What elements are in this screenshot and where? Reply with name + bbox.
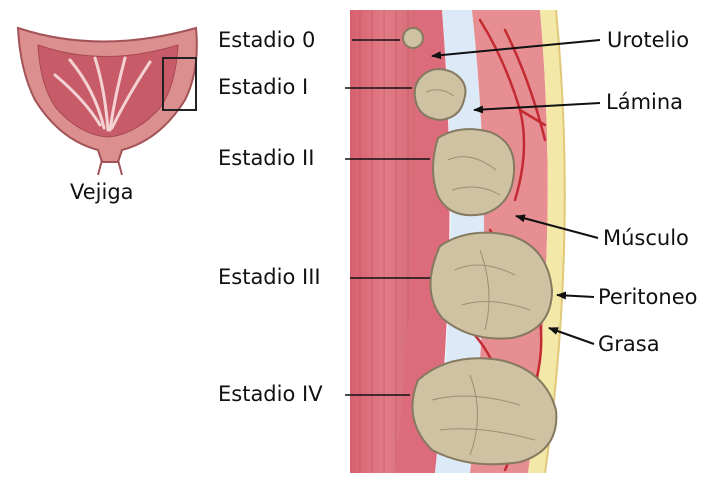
tumor-stage-2 bbox=[433, 129, 514, 215]
bladder-illustration bbox=[18, 28, 197, 175]
layer-label-lamina: Lámina bbox=[606, 92, 683, 113]
organ-label-vejiga: Vejiga bbox=[70, 182, 134, 203]
layer-label-musculo: Músculo bbox=[603, 228, 689, 249]
stage-label-4: Estadio IV bbox=[218, 384, 323, 405]
stage-label-1: Estadio I bbox=[218, 77, 308, 98]
layer-label-grasa: Grasa bbox=[598, 334, 660, 355]
stage-label-0: Estadio 0 bbox=[218, 30, 315, 51]
layer-label-peritoneo: Peritoneo bbox=[598, 287, 697, 308]
stage-label-3: Estadio III bbox=[218, 267, 321, 288]
stage-label-2: Estadio II bbox=[218, 148, 314, 169]
tumor-stage-3 bbox=[430, 233, 552, 339]
tumor-stage-1 bbox=[415, 69, 466, 120]
layer-label-urotelio: Urotelio bbox=[607, 30, 689, 51]
tumor-stage-0 bbox=[403, 28, 423, 48]
